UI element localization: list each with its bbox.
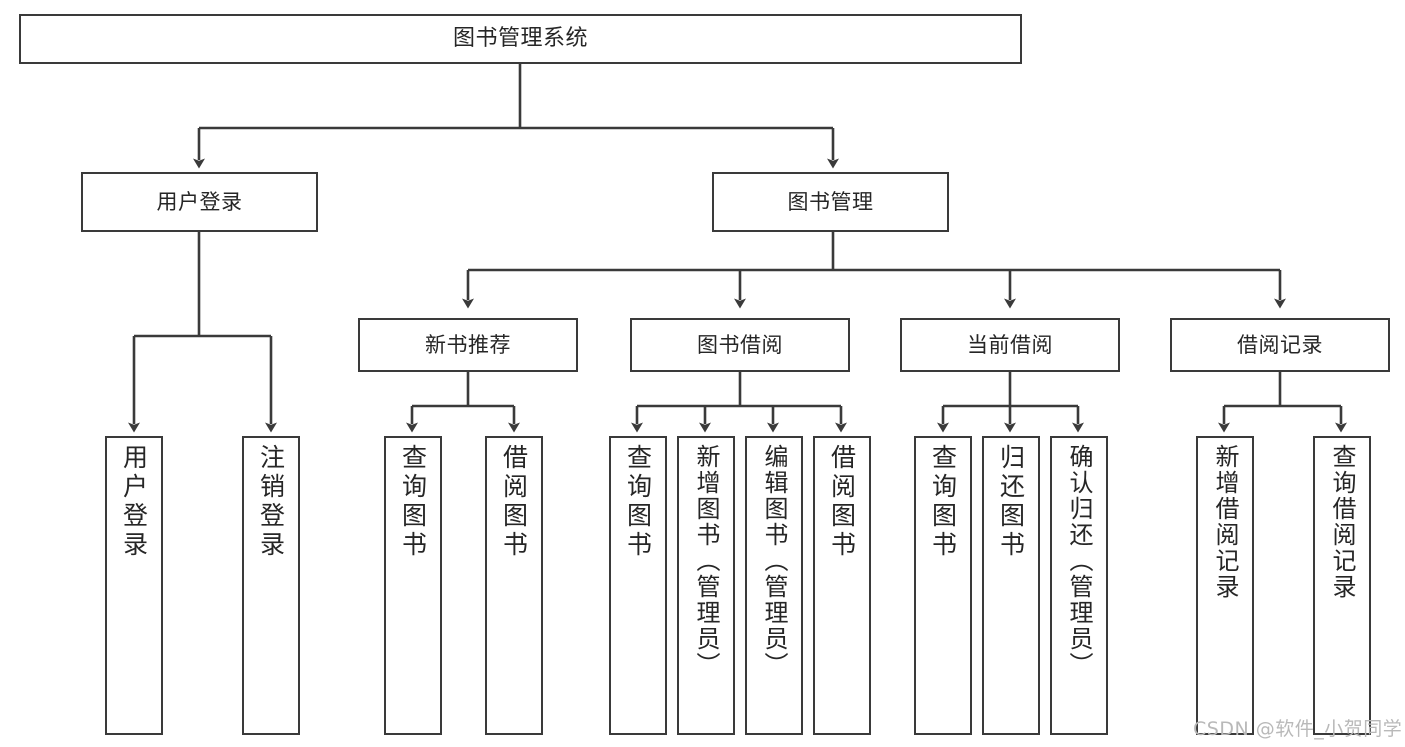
node-label: 归还图书: [996, 444, 1026, 560]
node-leaf-logout-login[interactable]: 注销登录: [242, 436, 300, 735]
node-label: 借阅图书: [827, 444, 857, 560]
node-label: 图书管理系统: [452, 26, 588, 52]
node-new-book-recommend[interactable]: 新书推荐: [358, 318, 578, 372]
node-label: 图书管理: [787, 189, 874, 214]
node-leaf-borrow-book-1[interactable]: 借阅图书: [485, 436, 543, 735]
node-root-system[interactable]: 图书管理系统: [19, 14, 1022, 64]
node-label: 当前借阅: [967, 332, 1053, 357]
node-current-borrow[interactable]: 当前借阅: [900, 318, 1120, 372]
node-leaf-query-book-1[interactable]: 查询图书: [384, 436, 442, 735]
node-label: 查询借阅记录: [1328, 444, 1356, 600]
node-borrow-record[interactable]: 借阅记录: [1170, 318, 1390, 372]
node-label: 借阅图书: [499, 444, 529, 560]
node-leaf-return-book[interactable]: 归还图书: [982, 436, 1040, 735]
node-label: 借阅记录: [1237, 332, 1323, 357]
node-label: 查询图书: [928, 444, 958, 560]
node-book-manage[interactable]: 图书管理: [712, 172, 949, 232]
csdn-watermark: CSDN @软件_小贺同学: [1193, 718, 1403, 740]
node-book-borrow[interactable]: 图书借阅: [630, 318, 850, 372]
node-label: 查询图书: [398, 444, 428, 560]
node-leaf-query-book-2[interactable]: 查询图书: [609, 436, 667, 735]
node-label: 新书推荐: [425, 332, 511, 357]
node-leaf-borrow-book-2[interactable]: 借阅图书: [813, 436, 871, 735]
node-leaf-add-record[interactable]: 新增借阅记录: [1196, 436, 1254, 735]
node-leaf-add-book[interactable]: 新增图书（管理员）: [677, 436, 735, 735]
node-leaf-confirm-return[interactable]: 确认归还（管理员）: [1050, 436, 1108, 735]
node-label: 确认归还（管理员）: [1065, 444, 1093, 678]
node-leaf-query-record[interactable]: 查询借阅记录: [1313, 436, 1371, 735]
node-label: 用户登录: [156, 189, 243, 214]
node-label: 新增借阅记录: [1211, 444, 1239, 600]
node-user-login[interactable]: 用户登录: [81, 172, 318, 232]
node-label: 查询图书: [623, 444, 653, 560]
node-label: 新增图书（管理员）: [692, 444, 720, 678]
node-label: 图书借阅: [697, 332, 783, 357]
node-leaf-query-book-3[interactable]: 查询图书: [914, 436, 972, 735]
node-label: 注销登录: [256, 444, 286, 560]
node-leaf-edit-book[interactable]: 编辑图书（管理员）: [745, 436, 803, 735]
node-label: 编辑图书（管理员）: [760, 444, 788, 678]
node-leaf-user-login[interactable]: 用户登录: [105, 436, 163, 735]
node-label: 用户登录: [119, 444, 149, 560]
